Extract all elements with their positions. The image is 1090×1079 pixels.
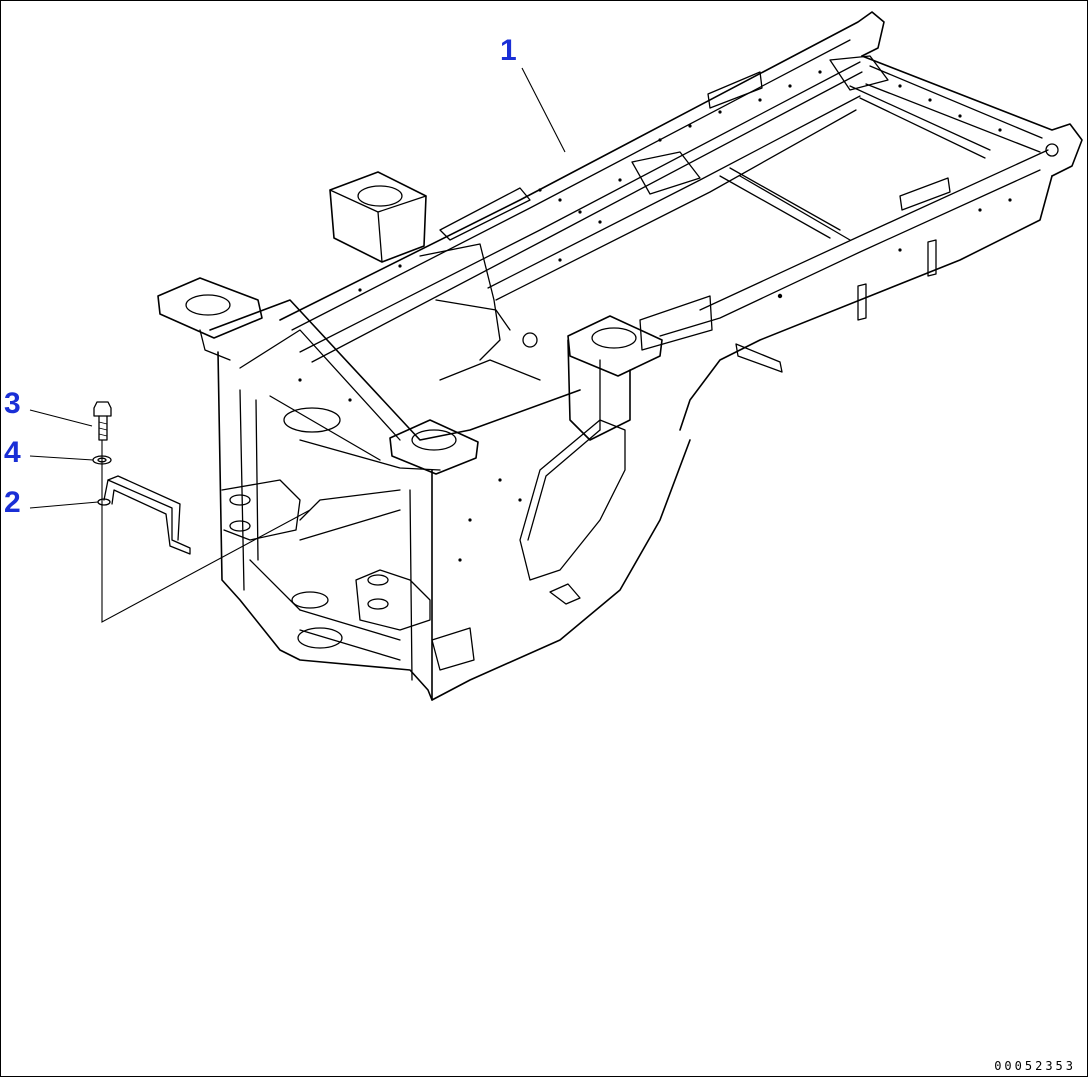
leader-lines [29, 67, 566, 623]
frame-holes [298, 70, 1012, 562]
callout-4: 4 [4, 436, 21, 469]
bracket-part [97, 475, 191, 555]
bolt-part [93, 401, 112, 441]
callout-1: 1 [500, 34, 517, 67]
main-frame-drawing [157, 11, 1083, 701]
callout-3: 3 [4, 387, 21, 420]
catalog-number: 00052353 [994, 1059, 1076, 1073]
callout-2: 2 [4, 486, 21, 519]
